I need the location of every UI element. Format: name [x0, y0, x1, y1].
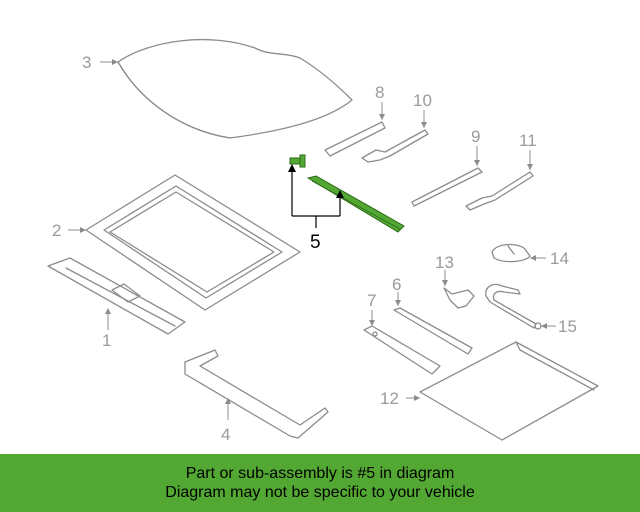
part-3-roof-panel[interactable]	[117, 38, 353, 139]
callout-15: 15	[558, 317, 577, 336]
callout-2: 2	[52, 221, 61, 240]
part-9-cable[interactable]	[411, 167, 483, 207]
callout-13: 13	[435, 253, 454, 272]
callout-14: 14	[550, 249, 569, 268]
callout-6: 6	[392, 275, 401, 294]
callout-8: 8	[375, 83, 384, 102]
callout-3: 3	[82, 53, 91, 72]
part-5-deflector-assembly[interactable]	[289, 154, 405, 233]
part-5-screw	[289, 154, 306, 168]
part-6-seal[interactable]	[393, 307, 473, 355]
banner-line-2: Diagram may not be specific to your vehi…	[165, 484, 475, 501]
part-8-drain-hose[interactable]	[324, 121, 386, 157]
callout-7: 7	[367, 291, 376, 310]
part-2-roof-frame[interactable]	[85, 174, 301, 311]
part-12-sunshade[interactable]	[419, 341, 599, 441]
callout-11: 11	[519, 131, 537, 150]
info-banner: Part or sub-assembly is #5 in diagram Di…	[0, 454, 640, 512]
part-7-trim[interactable]	[363, 325, 441, 375]
part-10-guide-rail[interactable]	[361, 129, 429, 163]
callout-12: 12	[380, 389, 399, 408]
part-5-strip-line	[311, 180, 401, 230]
part-4-rear-trim[interactable]	[184, 349, 329, 439]
banner-line-1: Part or sub-assembly is #5 in diagram	[185, 465, 455, 482]
part-1-header-panel[interactable]	[47, 257, 186, 335]
callout-4: 4	[221, 425, 230, 444]
callout-9: 9	[471, 127, 480, 146]
part-11-guide-rail[interactable]	[465, 171, 534, 211]
part-15-cable-clip[interactable]	[485, 283, 542, 330]
parts-diagram: 3 2 1 4 8 10 9 11	[47, 38, 599, 444]
part-14-motor[interactable]	[491, 243, 531, 263]
leader-5	[288, 164, 344, 228]
callout-10: 10	[413, 91, 432, 110]
callout-5: 5	[310, 232, 321, 253]
callout-1: 1	[102, 331, 111, 350]
part-13-bracket[interactable]	[443, 287, 475, 309]
leader-arrowheads	[80, 59, 547, 404]
